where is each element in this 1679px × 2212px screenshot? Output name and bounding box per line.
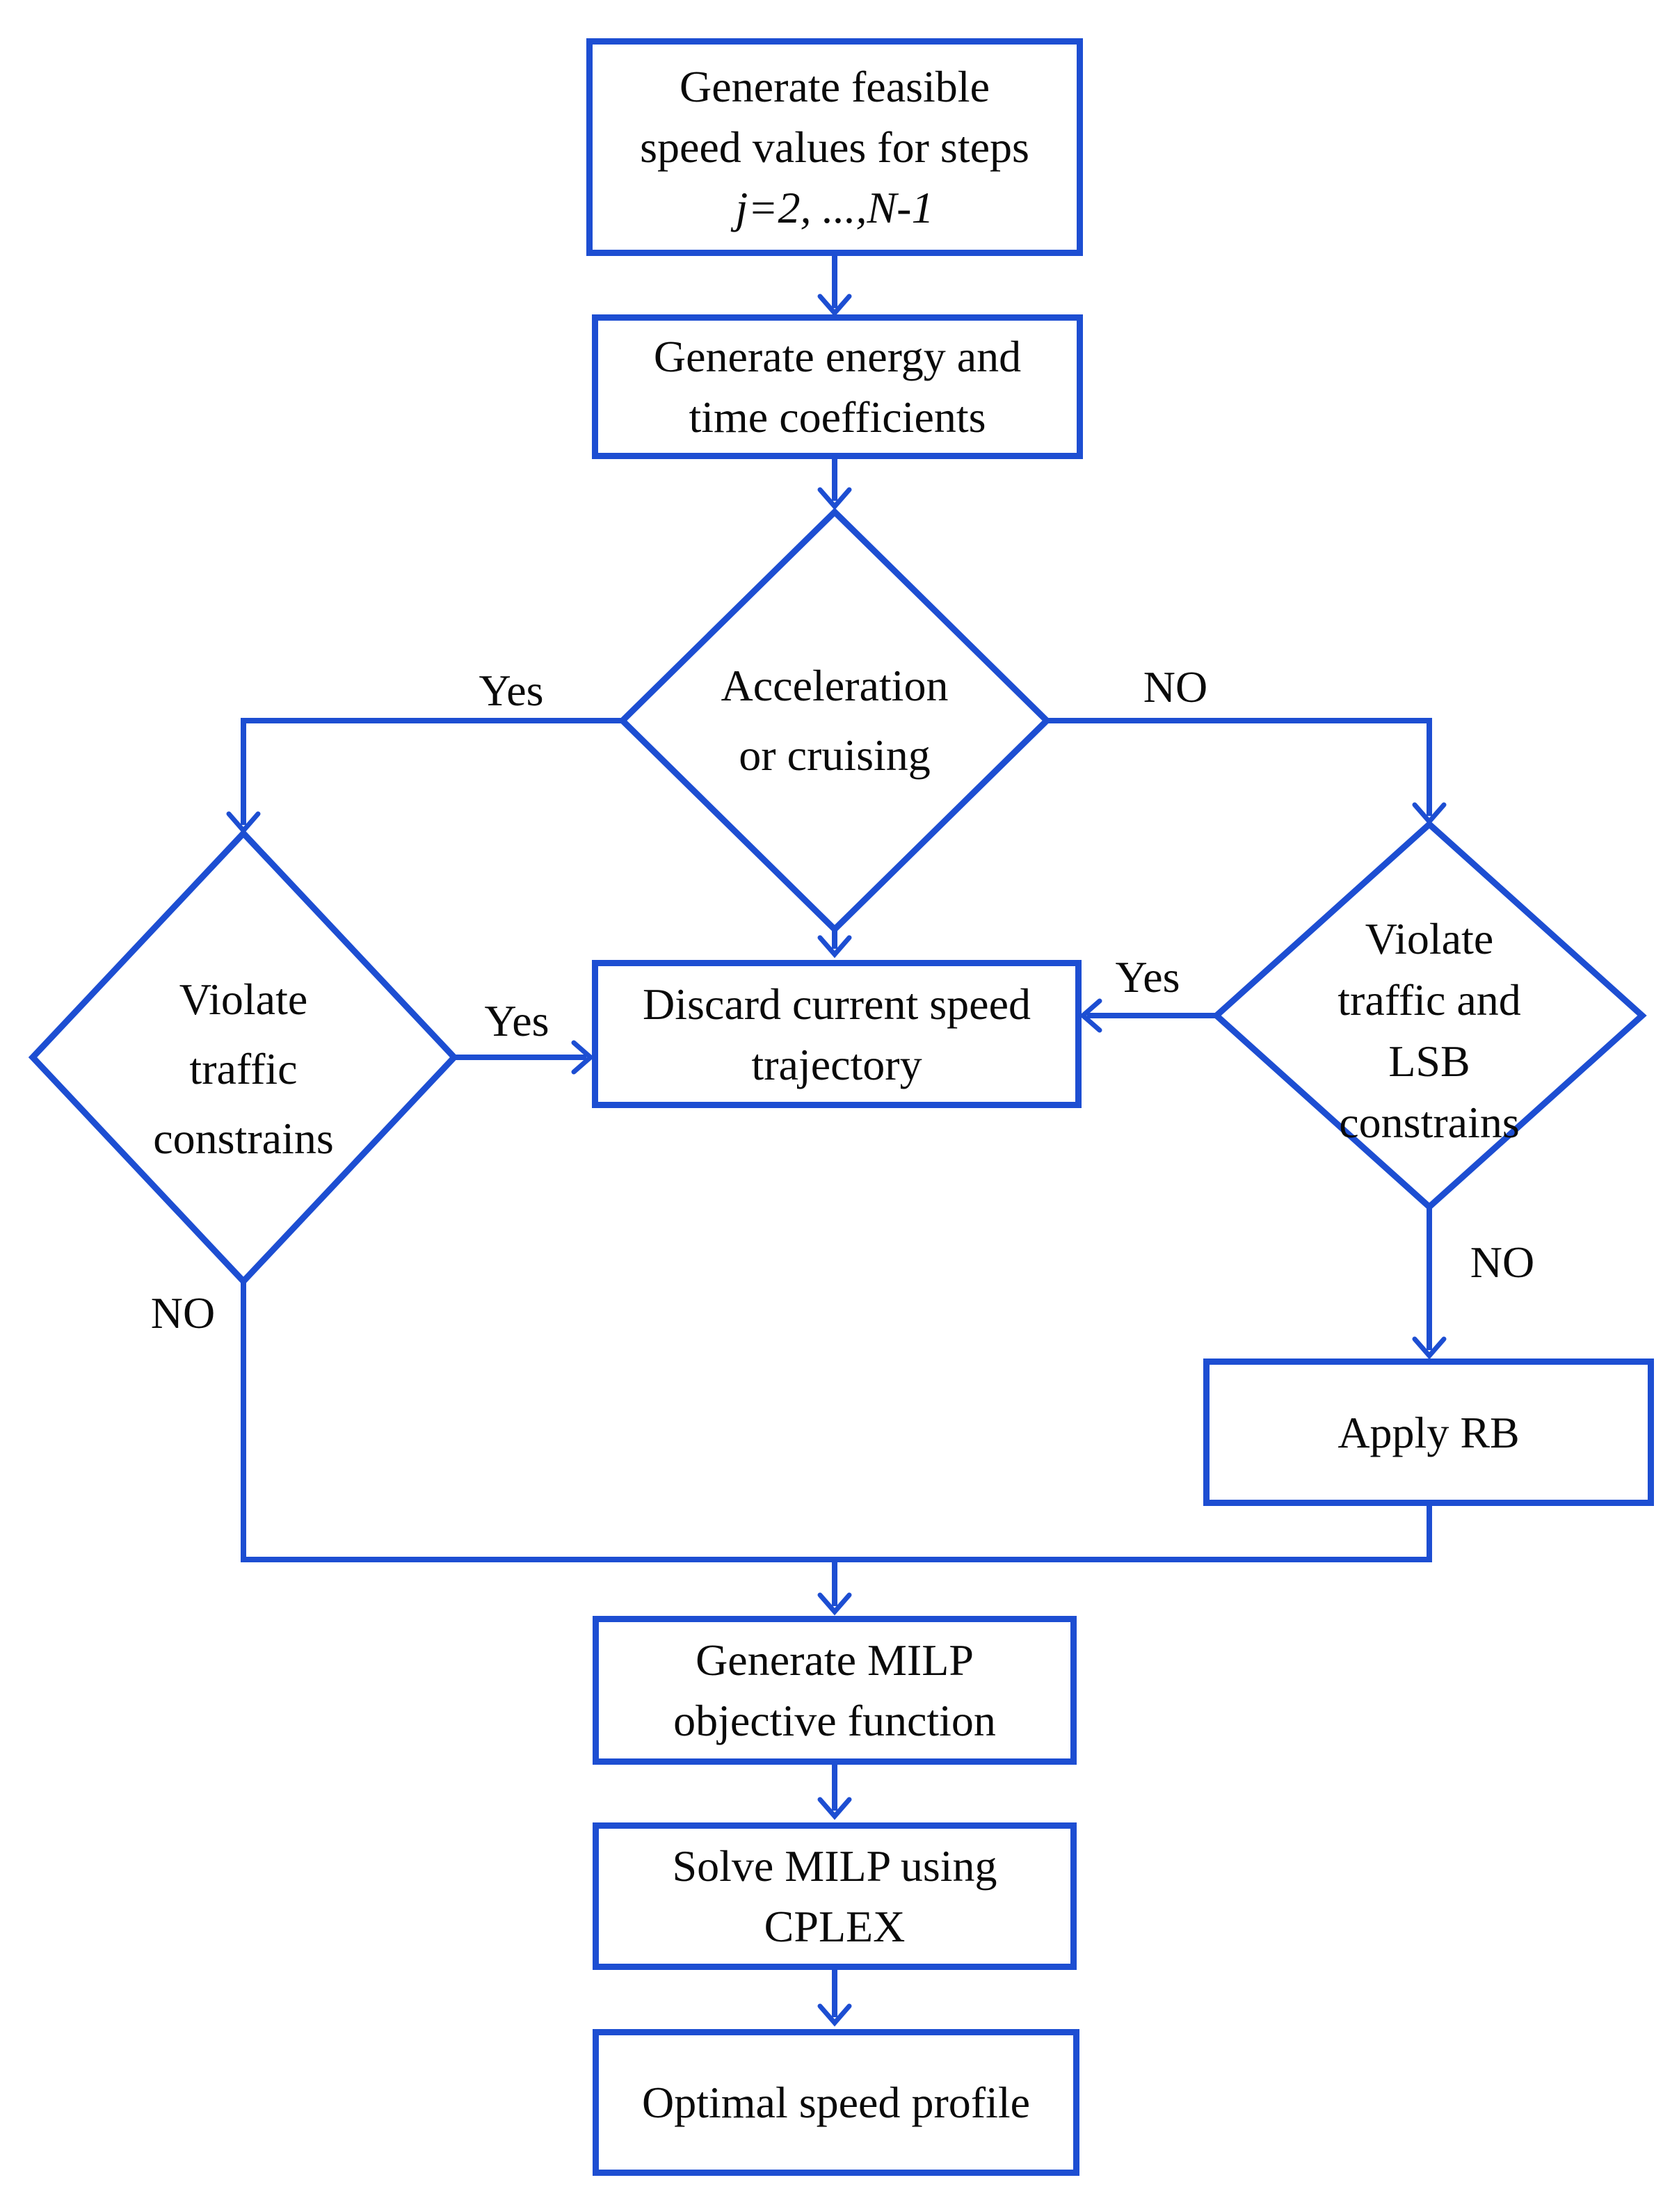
arrow-down-icon	[1412, 1336, 1447, 1360]
edge-lsb-no-to-applyrb	[1412, 1207, 1447, 1360]
node-text-line: Acceleration	[721, 661, 949, 710]
node-text-line: constrains	[153, 1114, 334, 1163]
arrow-down-icon	[817, 2003, 852, 2027]
edge-label-lsb-no: NO	[1470, 1237, 1535, 1287]
decision-traffic-lsb-text: Violate traffic and LSB constrains	[1221, 908, 1638, 1153]
node-text-line: trajectory	[751, 1039, 922, 1089]
node-text-line: Optimal speed profile	[641, 2078, 1031, 2127]
arrow-down-icon	[817, 935, 852, 959]
node-generate-feasible-speeds: Generate feasible speed values for steps…	[586, 38, 1083, 256]
node-text-line: traffic and	[1337, 975, 1521, 1025]
node-text-line: Generate MILP	[696, 1635, 974, 1685]
node-generate-coefficients: Generate energy and time coefficients	[592, 314, 1083, 459]
edge-lsb-yes-to-discard	[1079, 998, 1216, 1033]
node-generate-milp: Generate MILP objective function	[593, 1616, 1077, 1765]
node-text-line: Generate feasible	[680, 62, 990, 111]
node-apply-rb: Apply RB	[1203, 1359, 1654, 1506]
node-text-line: objective function	[673, 1696, 996, 1745]
node-text-line: Violate	[179, 975, 308, 1024]
node-solve-milp: Solve MILP using CPLEX	[593, 1822, 1077, 1970]
edge-acceleration-no-to-lsb	[1047, 718, 1447, 826]
edge-collector-to-milp	[817, 1560, 852, 1616]
node-text-line: or cruising	[739, 730, 931, 780]
node-text-line: Generate energy and	[653, 332, 1022, 381]
edge-label-traffic-no: NO	[150, 1288, 216, 1338]
node-text-line: Solve MILP using	[672, 1841, 997, 1891]
node-text-line: j=2, ...,N-1	[735, 183, 934, 232]
node-text-line: LSB	[1388, 1036, 1470, 1086]
decision-traffic-text: Violate traffic constrains	[35, 965, 452, 1173]
arrow-down-icon	[817, 1797, 852, 1820]
node-text-line: Discard current speed	[643, 979, 1031, 1029]
decision-traffic-shape	[28, 828, 459, 1286]
edge-label-acceleration-no: NO	[1143, 662, 1208, 712]
edge-label-traffic-yes: Yes	[484, 996, 549, 1045]
node-text-line: traffic	[189, 1044, 298, 1093]
edge-feasible-to-coefficients	[817, 256, 852, 317]
arrow-down-icon	[817, 294, 852, 317]
node-text-line: Violate	[1365, 914, 1494, 963]
node-text-line: speed values for steps	[640, 122, 1029, 172]
decision-acceleration-shape	[618, 507, 1052, 934]
edge-milp-to-solve	[817, 1765, 852, 1820]
edge-label-acceleration-yes: Yes	[479, 666, 544, 715]
edge-acceleration-yes-to-traffic	[226, 718, 622, 835]
arrow-down-icon	[817, 1592, 852, 1616]
node-text-line: Apply RB	[1337, 1407, 1520, 1457]
edge-coefficients-to-acceleration	[817, 459, 852, 511]
arrow-right-icon	[571, 1040, 595, 1075]
node-text-line: time coefficients	[689, 392, 986, 442]
node-text-line: constrains	[1339, 1098, 1520, 1147]
arrow-down-icon	[817, 487, 852, 511]
decision-acceleration-text: Acceleration or cruising	[626, 651, 1043, 790]
edge-label-lsb-yes: Yes	[1115, 952, 1180, 1002]
decision-traffic-lsb-shape	[1212, 819, 1647, 1212]
node-optimal-profile: Optimal speed profile	[593, 2029, 1079, 2176]
edge-solve-to-optimal	[817, 1970, 852, 2027]
edge-traffic-yes-to-discard	[454, 1040, 595, 1075]
node-discard-trajectory: Discard current speed trajectory	[592, 960, 1082, 1108]
arrow-left-icon	[1079, 998, 1102, 1033]
node-text-line: CPLEX	[764, 1902, 906, 1951]
